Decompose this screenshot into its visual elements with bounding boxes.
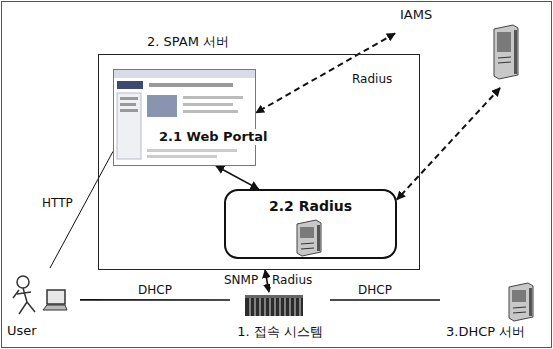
access-label: 1. 접속 시스템	[230, 324, 330, 340]
edge-label: SNMP	[222, 273, 260, 287]
radius-box: 2.2 Radius	[224, 189, 397, 259]
mgmt-link	[265, 270, 269, 292]
dhcp-label: 3.DHCP 서버	[446, 324, 525, 340]
group-heading: 2. SPAM 서버	[147, 34, 229, 50]
access-system: 1. 접속 시스템	[230, 292, 330, 344]
dhcp-server: 3.DHCP 서버	[440, 280, 550, 344]
user-figure	[5, 268, 80, 324]
iams-server: IAMS	[395, 4, 535, 88]
user-node: User	[5, 268, 80, 344]
portal-screenshot	[113, 69, 256, 166]
portal-label: 2.1 Web Portal	[157, 129, 269, 145]
dhcp-server-icon	[508, 282, 534, 322]
access-switch	[244, 295, 304, 319]
user-label: User	[7, 323, 37, 339]
iams-label: IAMS	[400, 7, 432, 23]
protocol-label: Radius	[270, 273, 314, 287]
radius-label: 2.2 Radius	[226, 198, 395, 215]
web-portal: 2.1 Web Portal	[113, 69, 256, 166]
radius-server-icon	[296, 219, 322, 257]
solid-link	[216, 166, 259, 189]
edge-label: DHCP	[136, 283, 174, 297]
edge-label: Radius	[350, 72, 394, 86]
edge-label: HTTP	[40, 196, 75, 210]
network-line	[80, 299, 230, 301]
iams-server-icon	[493, 24, 519, 80]
dashed-link	[397, 88, 500, 200]
edge-label: DHCP	[356, 283, 394, 297]
server-group-box: 2. SPAM 서버2.1 Web Portal2.2 Radius	[98, 54, 420, 270]
network-line	[330, 299, 440, 301]
dashed-link	[256, 33, 395, 112]
